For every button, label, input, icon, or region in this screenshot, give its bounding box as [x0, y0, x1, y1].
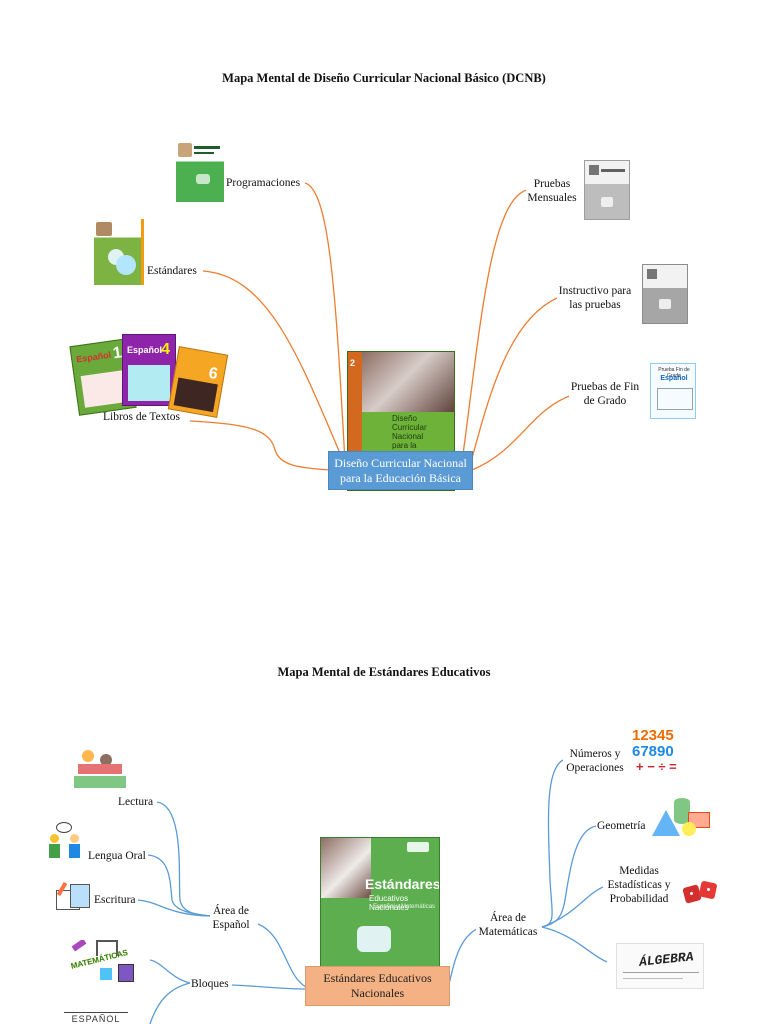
connector-escritura: [137, 899, 211, 917]
connector-numeros: [541, 759, 564, 928]
node-libros-de-textos: Libros de Textos: [103, 411, 180, 423]
node-pruebas-mensuales: Pruebas Mensuales: [526, 177, 578, 205]
estandares-map-title: Mapa Mental de Estándares Educativos: [277, 665, 491, 679]
node-numeros-y-operaciones: Números y Operaciones: [563, 747, 627, 775]
node-programaciones: Programaciones: [226, 176, 301, 190]
programaciones-cover-image: [176, 140, 224, 202]
algebra-board-text: ÁLGEBRA: [638, 949, 695, 970]
node-area-de-matematicas: Área de Matemáticas: [476, 911, 540, 939]
dcnb-connectors: [189, 182, 573, 471]
espanol-badge-text: ESPAÑOL: [71, 1014, 121, 1024]
estandares-book-title: Estándares: [365, 876, 440, 892]
connector-programaciones: [304, 182, 346, 463]
numbers-top-row: 12345: [632, 728, 674, 744]
textbook-4-label: Español: [127, 345, 163, 355]
espanol-badge-image: ESPAÑOL: [64, 1012, 128, 1024]
connector-bloques-up: [149, 959, 191, 984]
estandares-book-cover-image: Estándares Educativos Nacionales Español…: [320, 837, 440, 971]
dcnb-book-side-number: 2: [350, 358, 356, 368]
estandares-book-subject: Español y Matemáticas: [373, 904, 436, 910]
textbook-4-number: 4: [161, 341, 170, 358]
numbers-operators-row: + − ÷ =: [636, 759, 677, 774]
geometry-shapes-image: [652, 798, 712, 838]
fin-grado-cover-line2: Español: [660, 375, 688, 382]
connector-lectura: [156, 801, 211, 917]
textbook-espanol-4-image: Español 4: [122, 334, 176, 406]
pruebas-fin-grado-cover-image: Prueba Fin de Grado Español: [650, 363, 696, 419]
numbers-graphic-image: 12345 67890 + − ÷ =: [632, 728, 692, 776]
node-lectura: Lectura: [118, 795, 154, 809]
connector-estandares: [202, 270, 346, 466]
estandares-book-subtitle: Educativos Nacionales: [369, 894, 409, 912]
connector-pruebas-mensuales: [461, 189, 528, 463]
estandares-cover-image: [94, 219, 144, 285]
dice-image: [682, 880, 720, 908]
node-bloques: Bloques: [191, 977, 229, 991]
numbers-middle-row: 67890: [632, 743, 674, 760]
instructivo-cover-image: [642, 264, 688, 324]
node-estandares: Estándares: [147, 264, 197, 278]
node-escritura: Escritura: [94, 893, 136, 907]
node-instructivo: Instructivo para las pruebas: [557, 284, 633, 312]
node-area-de-espanol: Área de Español: [211, 904, 251, 932]
matematicas-badge-image: MATEMÁTICAS: [66, 940, 136, 982]
node-medidas-estadisticas-probabilidad: Medidas Estadísticas y Probabilidad: [605, 864, 673, 906]
node-geometria: Geometría: [597, 819, 646, 833]
estandares-connectors: [137, 759, 608, 1024]
central-node-estandares: Estándares Educativos Nacionales: [306, 967, 449, 1005]
connector-medidas: [541, 886, 604, 928]
connector-algebra: [541, 926, 608, 963]
escritura-writing-image: [56, 882, 90, 910]
connector-instructivo: [469, 297, 558, 467]
connector-bloques-down: [149, 982, 191, 1024]
connector-libros: [189, 420, 331, 471]
dcnb-map-title: Mapa Mental de Diseño Curricular Naciona…: [222, 71, 546, 85]
central-node-dcnb: Diseño Curricular Nacional para la Educa…: [329, 452, 472, 489]
node-pruebas-fin-de-grado: Pruebas de Fin de Grado: [569, 380, 641, 408]
fin-grado-cover-line1: Prueba Fin de Grado: [658, 367, 690, 379]
connector-area-espanol: [257, 923, 307, 988]
lectura-children-reading-image: [74, 750, 126, 792]
node-lengua-oral: Lengua Oral: [88, 849, 146, 863]
connector-pruebas-fin: [471, 394, 573, 471]
algebra-board-image: ÁLGEBRA: [616, 943, 704, 989]
connector-bloques-to-center: [231, 984, 307, 990]
textbook-6-number: 6: [207, 364, 220, 384]
connector-lengua-oral: [147, 854, 211, 917]
lengua-oral-speakers-image: [46, 822, 84, 860]
textbook-1-label: Español: [75, 349, 112, 365]
pruebas-mensuales-cover-image: [584, 160, 630, 220]
